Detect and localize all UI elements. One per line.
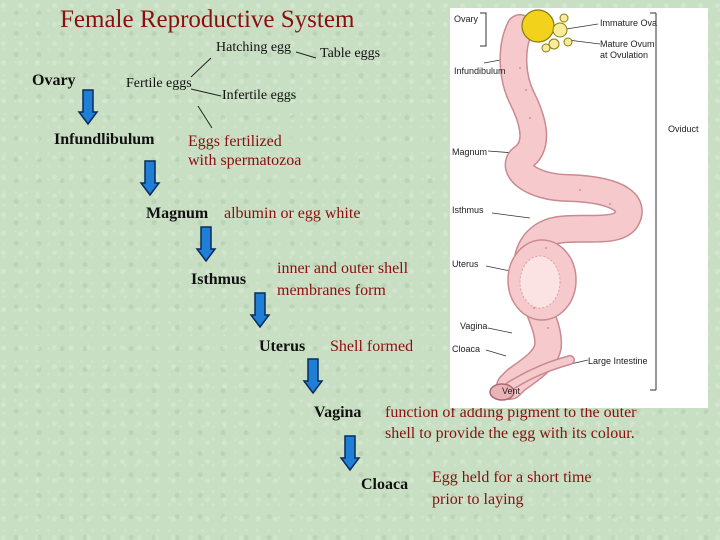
flow-infundibulum-desc-2: with spermatozoa [188, 152, 302, 169]
flow-uterus: Uterus [259, 338, 306, 355]
label-isthmus: Isthmus [452, 205, 484, 215]
flow-vagina-desc-2: shell to provide the egg with its colour… [385, 425, 635, 442]
label-vent: Vent [502, 386, 521, 396]
down-arrow-icon [78, 89, 98, 125]
connector-hatching-to-table [295, 51, 317, 59]
flow-infundibulum: Infundlibulum [54, 131, 155, 148]
label-uterus: Uterus [452, 259, 479, 269]
flow-isthmus-desc-1: inner and outer shell [277, 260, 409, 277]
oviduct-diagram: Ovary Immature Ova Mature Ovum at Ovulat… [450, 8, 708, 408]
connector-fertile-to-hatching [190, 57, 212, 78]
down-arrow-icon [303, 358, 323, 394]
flow-uterus-desc: Shell formed [330, 338, 414, 355]
down-arrow-icon [196, 226, 216, 262]
label-cloaca: Cloaca [452, 344, 481, 354]
label-infundibulum: Infundibulum [454, 66, 506, 76]
flow-table-eggs: Table eggs [320, 46, 381, 61]
label-ovary: Ovary [454, 14, 479, 24]
label-oviduct: Oviduct [668, 124, 699, 134]
connector-infertile-to-eggs-fertilized [197, 105, 213, 129]
label-vagina: Vagina [460, 321, 488, 331]
oviduct-illustration [480, 9, 657, 401]
connector-fertile-to-infertile [190, 88, 222, 97]
flow-cloaca-desc-1: Egg held for a short time [432, 469, 592, 486]
flow-isthmus-desc-2: membranes form [277, 282, 386, 299]
flow-hatching-egg: Hatching egg [216, 40, 292, 55]
label-mature-ovum-2: at Ovulation [600, 50, 649, 60]
label-magnum: Magnum [452, 147, 488, 157]
flow-cloaca-desc-2: prior to laying [432, 491, 524, 508]
flow-isthmus: Isthmus [191, 271, 247, 288]
flow-magnum-desc: albumin or egg white [224, 205, 361, 222]
flow-ovary: Ovary [32, 72, 76, 89]
flow-cloaca: Cloaca [361, 476, 409, 493]
flow-magnum: Magnum [146, 205, 209, 222]
flow-fertile-eggs: Fertile eggs [126, 76, 192, 91]
down-arrow-icon [340, 435, 360, 471]
label-large-intestine: Large Intestine [588, 356, 648, 366]
flow-vagina-desc-1: function of adding pigment to the outer [385, 404, 637, 421]
label-immature-ova: Immature Ova [600, 18, 658, 28]
flow-infundibulum-desc-1: Eggs fertilized [188, 133, 282, 150]
label-mature-ovum-1: Mature Ovum [600, 39, 655, 49]
flow-vagina: Vagina [314, 404, 362, 421]
down-arrow-icon [250, 292, 270, 328]
down-arrow-icon [140, 160, 160, 196]
flow-infertile-eggs: Infertile eggs [222, 88, 297, 103]
page-title: Female Reproductive System [60, 6, 355, 33]
